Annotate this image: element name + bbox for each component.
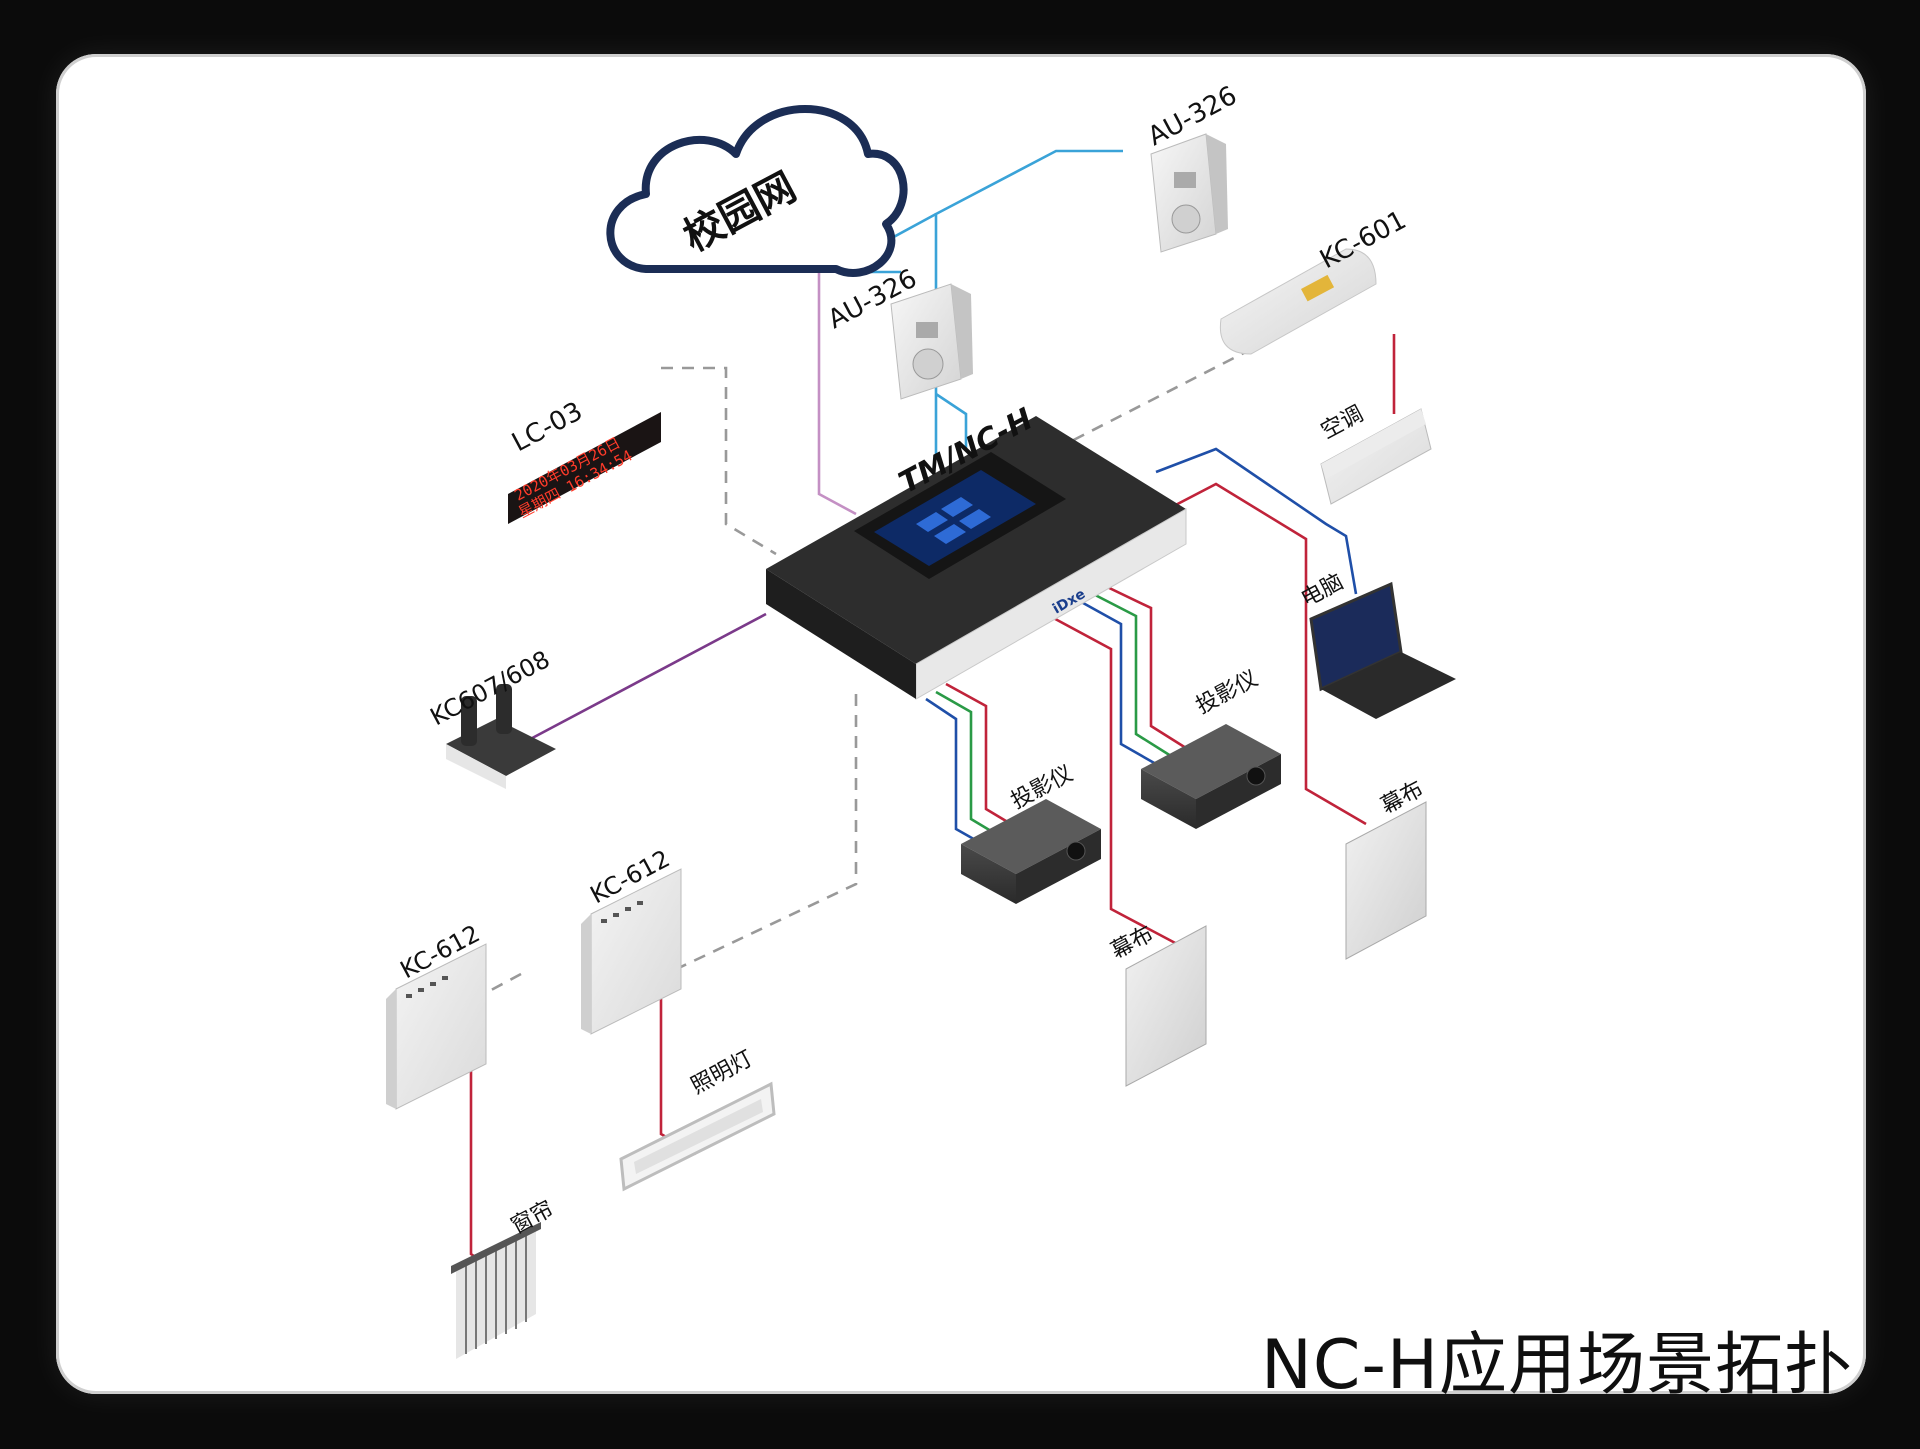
controller-side xyxy=(766,569,916,699)
aircon-unit: 空调 xyxy=(1317,402,1432,505)
lc03-display: 2020年03月26日 星期四 16:34:54 LC-03 xyxy=(507,396,661,524)
aircon-label: 空调 xyxy=(1317,402,1368,445)
diagram-panel: 校园网 AU-326 AU-326 KC-601 空调 2020年03月26日 … xyxy=(56,54,1866,1394)
light-fixture: 照明灯 xyxy=(619,1046,776,1192)
kc601-device: KC-601 xyxy=(1219,205,1411,355)
cable-proj-left-blue xyxy=(925,697,987,848)
projector-right-lens xyxy=(1246,766,1266,786)
laptop-base xyxy=(1321,652,1456,719)
light-label: 照明灯 xyxy=(687,1046,757,1099)
projector-right: 投影仪 xyxy=(1141,666,1281,829)
screen-right: 幕布 xyxy=(1345,777,1428,960)
controller-device: iDxe TM/NC-H xyxy=(766,402,1187,700)
cable-serial-kc607 xyxy=(520,612,767,746)
cable-proj-right-red xyxy=(1075,570,1187,750)
cable-network xyxy=(817,238,857,516)
screen-center: 幕布 xyxy=(1107,922,1207,1087)
projector-left: 投影仪 xyxy=(961,761,1101,904)
touch-panel-tiles xyxy=(916,497,991,544)
projector-left-lens xyxy=(1066,841,1086,861)
cable-wireless-lc03 xyxy=(661,366,777,556)
speaker-top: AU-326 xyxy=(1143,81,1242,253)
cable-proj-right-green xyxy=(1065,578,1172,758)
cable-proj-left-red xyxy=(945,682,1017,829)
projector-right-label: 投影仪 xyxy=(1192,666,1262,719)
speaker-left-woofer xyxy=(912,348,944,380)
laptop: 电脑 xyxy=(1297,570,1456,719)
curtain: 窗帘 xyxy=(451,1197,558,1359)
kc607-charger: KC607/608 xyxy=(426,645,556,789)
cable-wireless-kc612 xyxy=(665,694,858,976)
diagram-title: NC-H应用场景拓扑 xyxy=(1261,1326,1854,1394)
cable-proj-left-green xyxy=(935,690,1002,839)
touch-panel-screen xyxy=(874,470,1036,566)
speaker-top-woofer xyxy=(1171,204,1201,234)
cable-computer-blue xyxy=(1155,447,1358,595)
campus-network-cloud: 校园网 xyxy=(606,105,908,277)
lc03-label: LC-03 xyxy=(507,396,587,458)
kc612-panel-left: KC-612 xyxy=(386,919,487,1110)
kc607-label: KC607/608 xyxy=(426,645,555,731)
topology-diagram: 校园网 AU-326 AU-326 KC-601 空调 2020年03月26日 … xyxy=(386,81,1456,1359)
cable-audio-drop xyxy=(935,392,968,449)
cloud-icon xyxy=(606,105,908,277)
cable-screen-center xyxy=(1045,612,1197,956)
speaker-left: AU-326 xyxy=(823,264,973,400)
cable-power-screen-right xyxy=(1165,482,1367,826)
kc612-panel-right: KC-612 xyxy=(581,844,682,1035)
cable-proj-right-blue xyxy=(1055,586,1157,766)
